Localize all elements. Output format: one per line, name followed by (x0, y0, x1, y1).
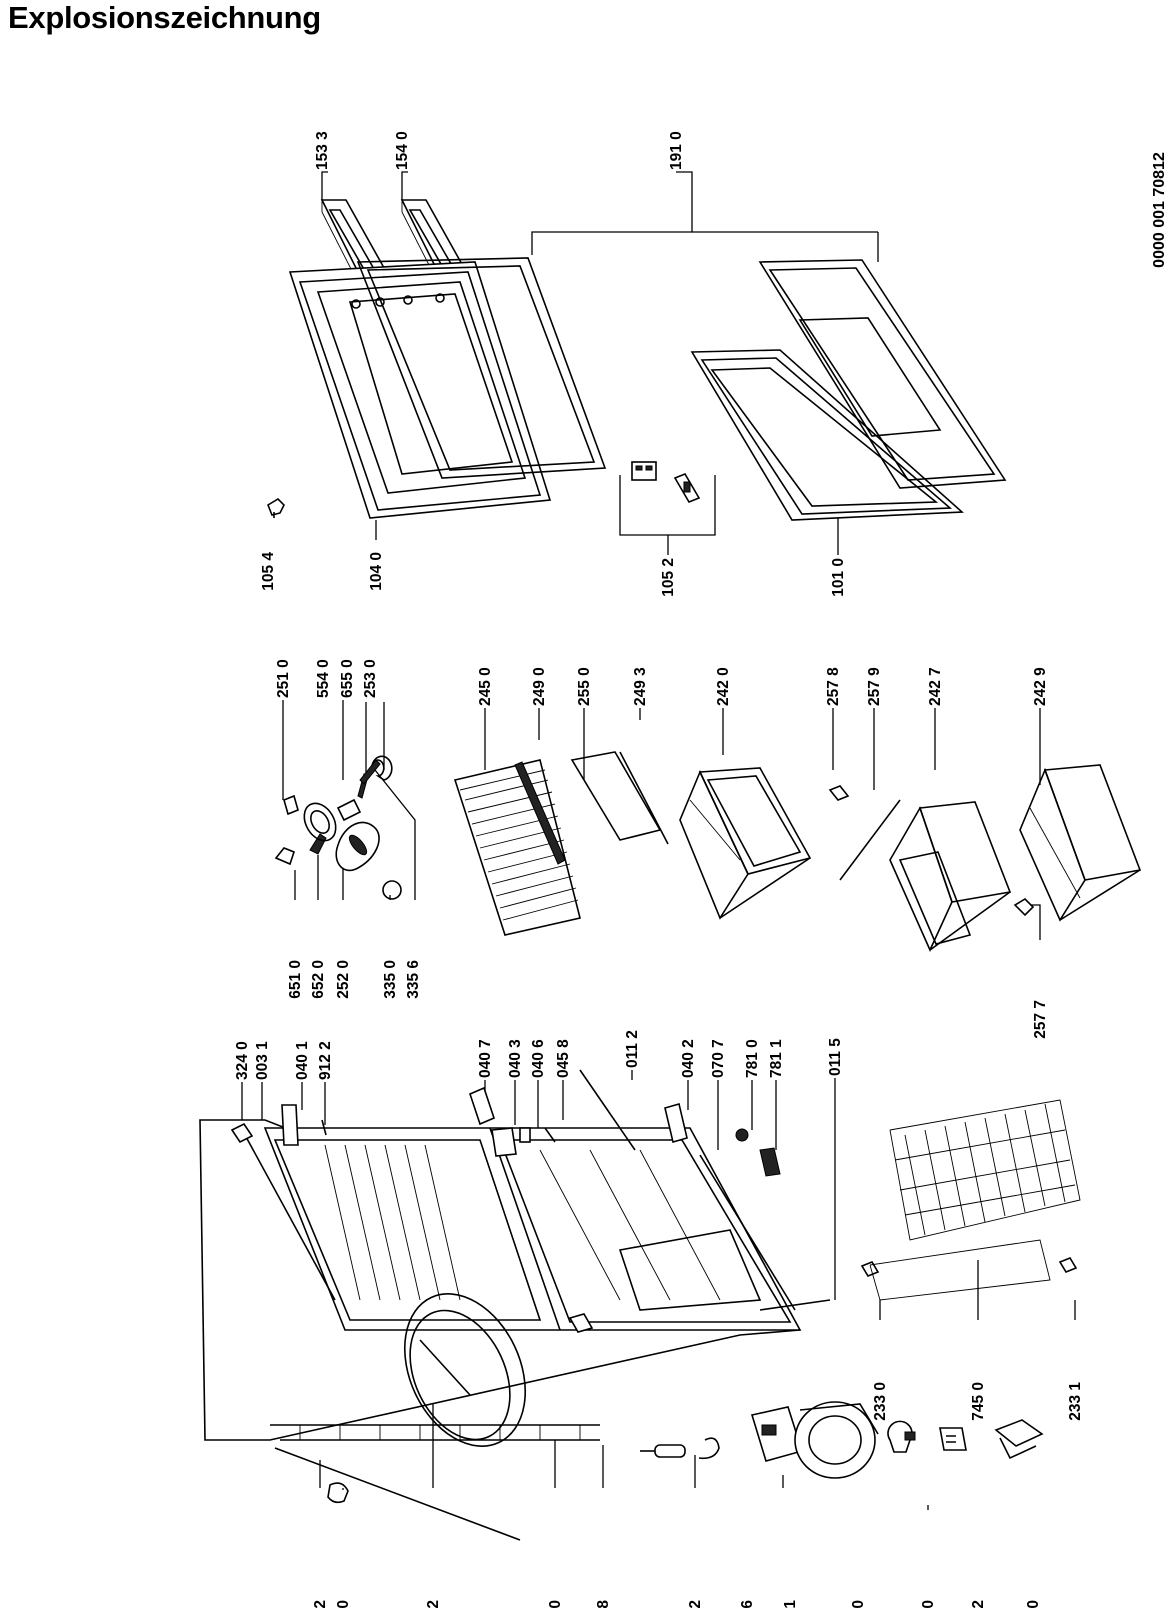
hinge-set (631, 461, 701, 503)
part-label: 105 2 (660, 558, 677, 597)
part-label: 011 2 (624, 1030, 641, 1068)
shelves-and-drawers (453, 751, 1142, 952)
part-label: 781 0 (744, 1039, 761, 1078)
part-label: 154 0 (394, 131, 411, 170)
wire-baskets (860, 1099, 1081, 1301)
part-label: 324 0 (234, 1041, 251, 1080)
part-label: 993 2 (425, 1600, 442, 1608)
part-label: 245 0 (477, 667, 494, 706)
part-label: 783 6 (739, 1600, 756, 1608)
cabinet (199, 1119, 1044, 1541)
part-label: 040 6 (530, 1039, 547, 1078)
part-label: 249 0 (531, 667, 548, 706)
part-label: 040 8 (595, 1600, 612, 1608)
condenser (270, 1424, 600, 1441)
part-label: 233 1 (1067, 1382, 1084, 1421)
part-label: 912 2 (317, 1041, 334, 1080)
part-label: 781 1 (768, 1039, 785, 1078)
wire-shelf (453, 759, 581, 936)
part-label: 011 5 (827, 1038, 844, 1076)
part-label: 003 1 (254, 1041, 271, 1080)
part-label: 242 0 (715, 667, 732, 706)
freezer-door-gasket (356, 257, 607, 479)
part-label: 040 3 (507, 1039, 524, 1078)
part-label: 255 0 (576, 667, 593, 706)
fridge-door (690, 349, 964, 521)
part-label: 335 6 (405, 960, 422, 999)
part-label: 040 7 (477, 1039, 494, 1078)
part-label: 900 0 (335, 1600, 352, 1608)
cabinet-hardware (230, 1069, 831, 1311)
thermostat-parts (274, 755, 402, 900)
part-label: 491 0 (1025, 1600, 1042, 1608)
part-label: 561 2 (970, 1600, 987, 1608)
part-label: 251 0 (275, 659, 292, 698)
part-label: 070 7 (710, 1039, 727, 1078)
part-label: 614 0 (920, 1600, 937, 1608)
freezer-door (288, 261, 552, 519)
drawer-1 (889, 801, 1012, 952)
part-label: 242 7 (927, 667, 944, 706)
part-label: 257 9 (866, 667, 883, 706)
part-label: 153 3 (314, 131, 331, 170)
part-label: 651 0 (287, 960, 304, 999)
page-title: Explosionszeichnung (8, 0, 321, 35)
door-parts (267, 199, 1007, 521)
hinge-pin (267, 497, 285, 518)
part-label: 040 2 (680, 1039, 697, 1078)
part-label: 554 0 (315, 659, 332, 698)
part-label: 253 0 (362, 659, 379, 698)
part-label: 252 0 (335, 960, 352, 999)
part-label: 655 0 (339, 659, 356, 698)
part-label: 045 8 (555, 1039, 572, 1078)
part-label: 104 0 (368, 552, 385, 591)
part-label: 740 0 (547, 1600, 564, 1608)
part-label: 257 7 (1032, 1000, 1049, 1039)
glass-shelf (570, 751, 662, 841)
part-label: 257 8 (825, 667, 842, 706)
part-label: 191 0 (668, 131, 685, 170)
part-label: 652 0 (310, 960, 327, 999)
part-label: 781 2 (312, 1600, 329, 1608)
part-label: 249 3 (632, 667, 649, 706)
fridge-door-gasket (758, 259, 1007, 489)
document-number: 0000 001 70812 (1151, 152, 1168, 268)
part-label: 233 0 (872, 1382, 889, 1421)
cover-clip (828, 785, 850, 801)
part-label: 242 9 (1032, 667, 1049, 706)
part-label: 105 4 (260, 552, 277, 591)
crisper-box-1 (679, 767, 812, 920)
part-label: 402 0 (850, 1600, 867, 1608)
part-labels: 153 3 154 0 191 0 105 4 104 0 105 2 101 … (234, 131, 1084, 1608)
part-label: 101 0 (830, 558, 847, 597)
part-label: 745 0 (970, 1382, 987, 1421)
part-label: 335 0 (382, 960, 399, 999)
part-label: 040 1 (294, 1041, 311, 1080)
part-label: 402 1 (782, 1600, 799, 1608)
part-label: 764 2 (687, 1600, 704, 1608)
drawer-2 (1019, 764, 1142, 922)
